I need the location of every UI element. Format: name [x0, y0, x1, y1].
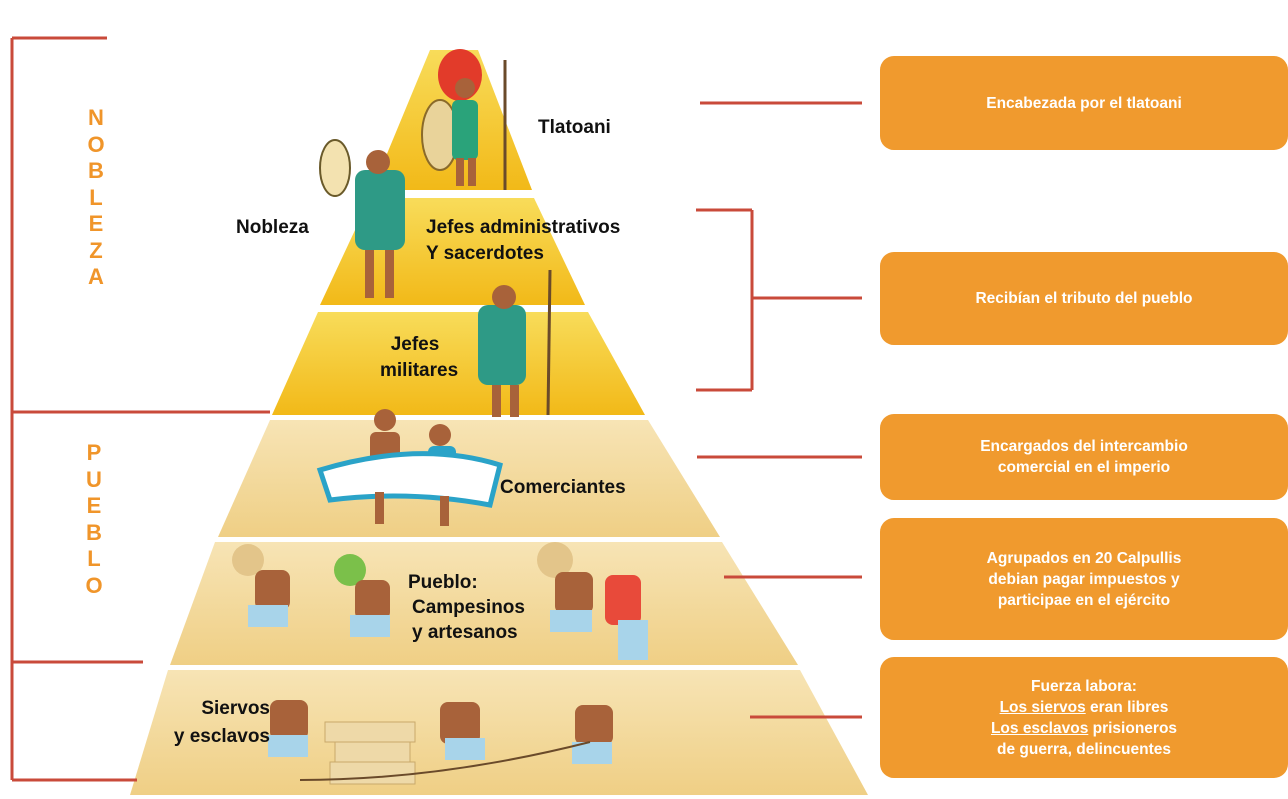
- label-siervos: Siervos y esclavos: [173, 698, 270, 747]
- connector-lines: [697, 101, 862, 719]
- military-figure: [478, 269, 552, 417]
- tlatoani-figure: [421, 49, 507, 190]
- box-tlatoani: Encabezada por el tlatoani: [880, 56, 1288, 150]
- right-bracket: [696, 208, 862, 392]
- label-jefes-militares: Jefes militares: [380, 334, 459, 381]
- noble-figure: [319, 139, 405, 298]
- left-brackets: [10, 36, 270, 782]
- box-comerciantes: Encargados del intercambio comercial en …: [880, 414, 1288, 500]
- peasants-figures: [232, 542, 648, 660]
- nobleza-vertical-label: N O B L E Z A: [87, 105, 105, 289]
- serfs-figures: [268, 700, 613, 785]
- label-nobleza: Nobleza: [236, 217, 309, 238]
- merchants-figure: [316, 409, 503, 526]
- label-tlatoani: Tlatoani: [538, 117, 611, 138]
- label-jefes-administrativos: Jefes administrativos Y sacerdotes: [426, 217, 621, 264]
- box-fuerza-labora: Fuerza labora: Los siervos eran libres L…: [880, 657, 1288, 778]
- esclavos-link-text: Los esclavos: [990, 719, 1089, 737]
- tier-jefes-militares: [272, 312, 645, 415]
- box-calpullis: Agrupados en 20 Calpullis debian pagar i…: [880, 518, 1288, 640]
- tier-siervos: [130, 670, 868, 795]
- pueblo-vertical-label: P U E B L O: [85, 440, 103, 598]
- siervos-link-text: Los siervos: [999, 698, 1086, 716]
- label-comerciantes: Comerciantes: [500, 477, 626, 498]
- label-pueblo: Pueblo: Campesinos y artesanos: [408, 572, 525, 643]
- box-tributo: Recibían el tributo del pueblo: [880, 252, 1288, 345]
